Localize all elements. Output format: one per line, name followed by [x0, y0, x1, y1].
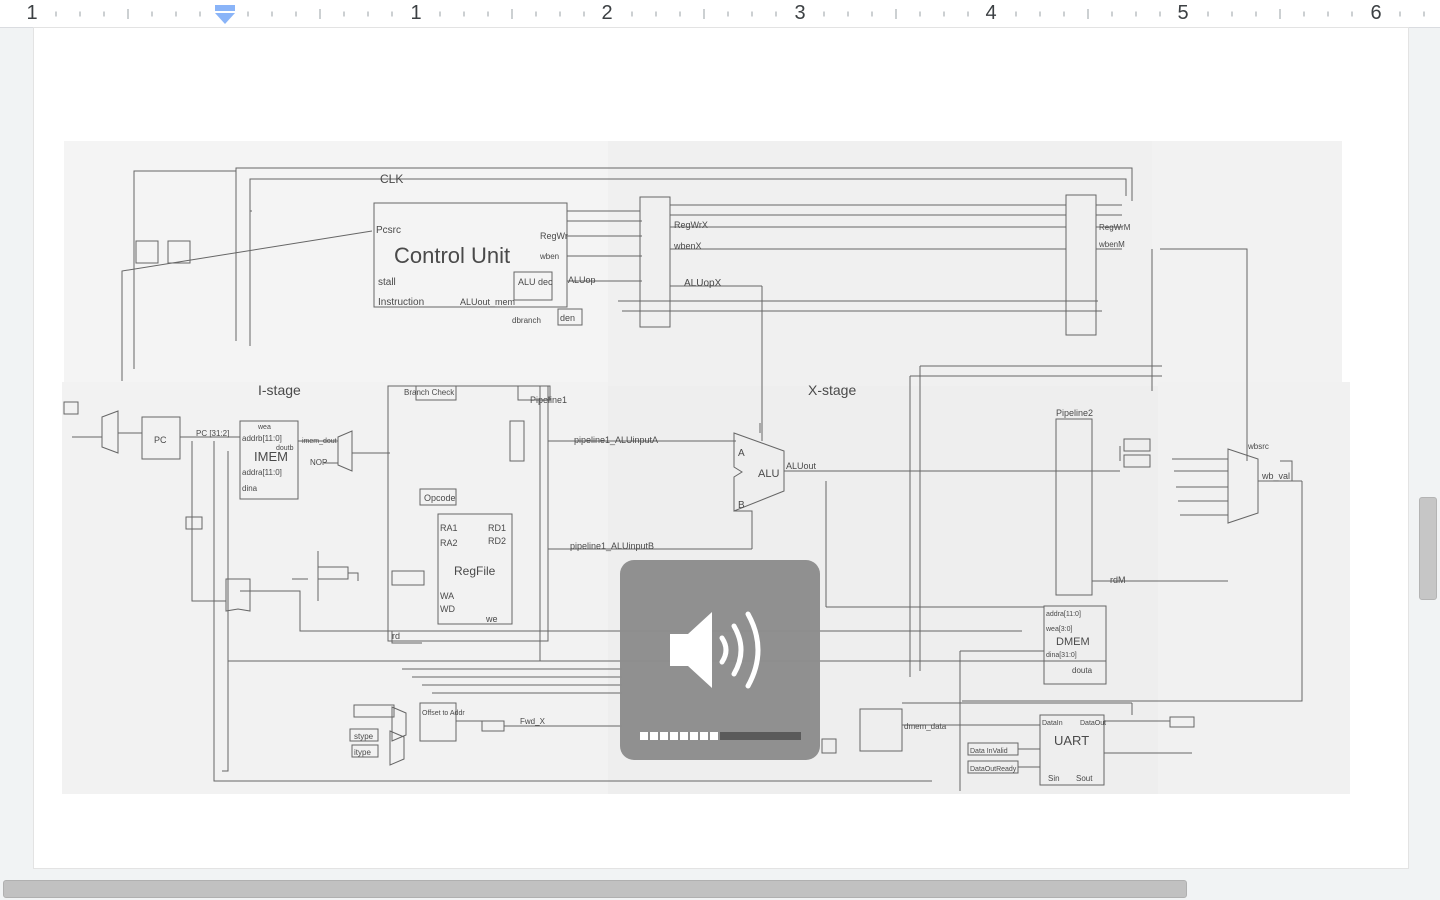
- diagram-label-aluop: ALUop: [568, 275, 596, 285]
- diagram-label-alu-dec: ALU dec: [518, 277, 553, 287]
- diagram-label-pipeline1: Pipeline1: [530, 395, 567, 405]
- diagram-label-wea: wea: [257, 424, 271, 431]
- diagram-label-aluinputa: pipeline1_ALUinputA: [574, 435, 658, 445]
- diagram-label-dmem-data: dmem_data: [904, 722, 947, 731]
- diagram-label-sout: Sout: [1076, 774, 1093, 783]
- diagram-label-addrb: addrb[11:0]: [242, 434, 282, 443]
- ruler-label-1a: 1: [26, 2, 38, 24]
- diagram-label-we: we: [485, 614, 498, 624]
- diagram-label-branch-check: Branch Check: [404, 388, 455, 397]
- speaker-volume-icon: [670, 611, 761, 689]
- diagram-label-alu-b: B: [738, 500, 745, 511]
- diagram-label-regwr: RegWr: [540, 231, 568, 241]
- diagram-label-imem-dout: imem_dout: [302, 438, 337, 445]
- horizontal-ruler[interactable]: 1 1 2 3 4 5 6: [0, 0, 1440, 28]
- diagram-label-dmem-wea: wea[3:0]: [1045, 626, 1073, 633]
- diagram-label-pc-bus: PC [31:2]: [196, 429, 229, 438]
- diagram-label-x-stage: X-stage: [808, 382, 856, 398]
- diagram-label-den: den: [560, 313, 575, 323]
- diagram-label-ra1: RA1: [440, 523, 458, 533]
- diagram-label-dmem-dina: dina[31:0]: [1046, 652, 1077, 659]
- diagram-label-clk: CLK: [380, 172, 403, 186]
- diagram-label-itype: itype: [354, 748, 371, 757]
- diagram-label-datain: DataIn: [1042, 720, 1063, 727]
- diagram-text-labels: CLK Control Unit Pcsrc stall Instruction…: [154, 172, 1290, 783]
- diagram-label-regwrm: RegWrM: [1099, 223, 1131, 232]
- diagram-label-rd: rd: [392, 631, 400, 641]
- volume-level-bar: [640, 732, 801, 740]
- diagram-label-uart: UART: [1054, 733, 1089, 748]
- volume-hud: [620, 560, 820, 760]
- ruler-label-4: 4: [985, 2, 997, 24]
- diagram-label-dbranch: dbranch: [512, 316, 541, 325]
- diagram-label-regfile: RegFile: [454, 564, 496, 578]
- diagram-label-dataout: DataOut: [1080, 720, 1106, 727]
- ruler-label-6: 6: [1370, 2, 1382, 24]
- diagram-label-sin: Sin: [1048, 774, 1060, 783]
- diagram-label-dmem-addra: addra[11:0]: [1046, 611, 1081, 618]
- datapath-diagram-image[interactable]: CLK Control Unit Pcsrc stall Instruction…: [62, 141, 1352, 797]
- diagram-label-doutb: doutb: [276, 445, 294, 452]
- diagram-label-aluout-mem: ALUout_mem: [460, 297, 515, 307]
- diagram-label-wa: WA: [440, 591, 454, 601]
- diagram-label-stype: stype: [354, 732, 374, 741]
- diagram-label-instruction: Instruction: [378, 297, 424, 308]
- diagram-label-nop: NOP: [310, 458, 327, 467]
- diagram-label-wbsrc: wbsrc: [1247, 442, 1269, 451]
- volume-level-fill: [640, 732, 720, 740]
- diagram-label-aluinputb: pipeline1_ALUinputB: [570, 541, 654, 551]
- diagram-label-alu-a: A: [738, 448, 745, 459]
- indent-marker-icon[interactable]: [214, 5, 236, 25]
- diagram-label-wbenm: wbenM: [1098, 240, 1125, 249]
- diagram-label-ra2: RA2: [440, 538, 458, 548]
- diagram-label-rdm: rdM: [1110, 575, 1126, 585]
- diagram-label-dmem: DMEM: [1056, 636, 1090, 648]
- diagram-label-wbenx: wbenX: [673, 241, 702, 251]
- diagram-label-dataoutready: DataOutReady: [970, 766, 1017, 773]
- ruler-label-1b: 1: [410, 2, 422, 24]
- diagram-label-aluout: ALUout: [786, 461, 817, 471]
- ruler-label-3: 3: [794, 2, 806, 24]
- diagram-label-wben: wben: [539, 252, 559, 261]
- diagram-label-douta: douta: [1072, 666, 1093, 675]
- diagram-label-control-unit: Control Unit: [394, 243, 510, 268]
- diagram-label-aluopx: ALUopX: [684, 278, 722, 289]
- diagram-label-offset-to-addr: Offset to Addr: [422, 710, 465, 717]
- diagram-label-regwrx: RegWrX: [674, 220, 708, 230]
- diagram-label-wd: WD: [440, 604, 455, 614]
- horizontal-scrollbar-thumb[interactable]: [3, 880, 1187, 898]
- diagram-label-i-stage: I-stage: [258, 382, 301, 398]
- ruler-ticks: [55, 9, 1425, 19]
- diagram-label-pcsrc: Pcsrc: [376, 225, 401, 236]
- diagram-label-addra: addra[11:0]: [242, 468, 282, 477]
- diagram-label-pc: PC: [154, 435, 167, 445]
- diagram-label-fwd-x: Fwd_X: [520, 717, 546, 726]
- diagram-label-dina: dina: [242, 484, 258, 493]
- diagram-label-stall: stall: [378, 277, 396, 288]
- diagram-label-data-invalid: Data InValid: [970, 748, 1008, 755]
- diagram-label-rd2: RD2: [488, 536, 506, 546]
- diagram-label-imem: IMEM: [254, 449, 288, 464]
- diagram-label-opcode: Opcode: [424, 493, 456, 503]
- diagram-label-wb-val: wb_val: [1261, 471, 1290, 481]
- vertical-scrollbar-thumb[interactable]: [1419, 497, 1437, 600]
- diagram-label-alu: ALU: [758, 468, 779, 480]
- diagram-label-rd1: RD1: [488, 523, 506, 533]
- ruler-label-2: 2: [601, 2, 613, 24]
- diagram-label-pipeline2: Pipeline2: [1056, 408, 1093, 418]
- ruler-label-5: 5: [1177, 2, 1189, 24]
